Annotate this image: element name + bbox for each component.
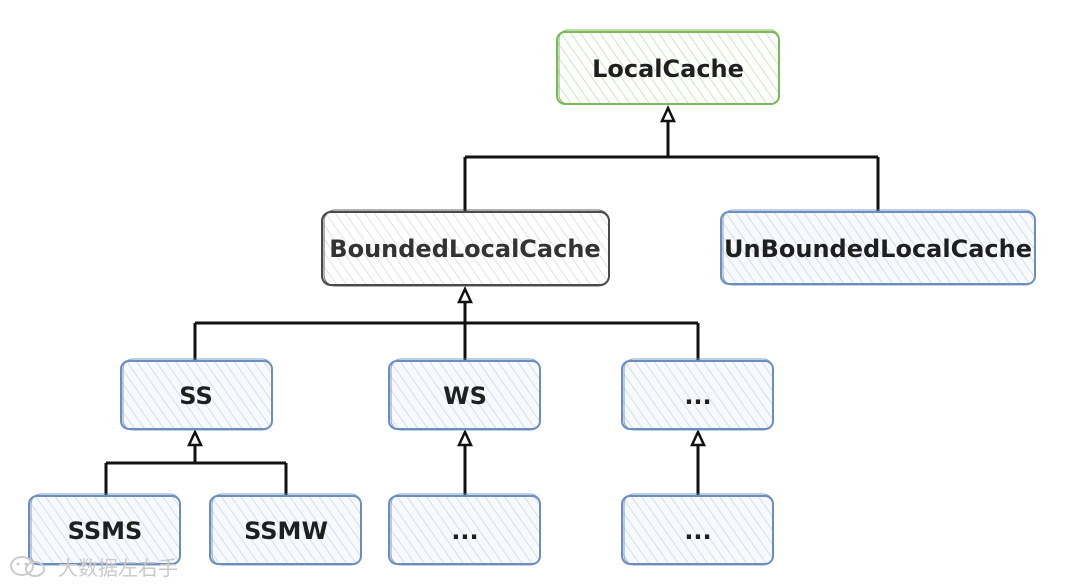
watermark: 大数据左右手 (8, 552, 178, 581)
edge-localcache-children (463, 122, 880, 212)
inherit-arrow-bounded (457, 286, 473, 304)
node-localcache: LocalCache (556, 29, 780, 105)
node-ws-child: ... (388, 493, 541, 566)
node-other-child: ... (621, 493, 774, 566)
inherit-arrow-other (690, 429, 706, 447)
node-ssms: SSMS (28, 493, 181, 566)
node-label-ssmw: SSMW (244, 517, 328, 545)
node-other-impl: ... (621, 358, 774, 431)
node-label-ssms: SSMS (68, 517, 143, 545)
inherit-arrow-ws (457, 429, 473, 447)
node-label-localcache: LocalCache (592, 55, 744, 83)
node-label-unboundedlocalcache: UnBoundedLocalCache (724, 235, 1032, 263)
inherit-arrow-localcache (660, 105, 676, 123)
node-unboundedlocalcache: UnBoundedLocalCache (720, 209, 1036, 286)
edge-bounded-children (193, 303, 700, 361)
node-label-other-child: ... (684, 517, 711, 545)
edge-ss-children (104, 446, 288, 496)
node-ws: WS (388, 358, 541, 431)
node-ss: SS (120, 358, 273, 431)
node-label-boundedlocalcache: BoundedLocalCache (329, 235, 600, 263)
node-label-other-impl: ... (684, 382, 711, 410)
node-boundedlocalcache: BoundedLocalCache (321, 209, 610, 287)
edges (104, 105, 880, 496)
node-ssmw: SSMW (209, 493, 362, 566)
inherit-arrow-ss (187, 429, 203, 447)
node-label-ws-child: ... (451, 517, 478, 545)
node-label-ws: WS (443, 382, 487, 410)
wechat-logo-icon (10, 555, 45, 577)
node-label-ss: SS (179, 382, 213, 410)
watermark-text: 大数据左右手 (58, 556, 178, 580)
